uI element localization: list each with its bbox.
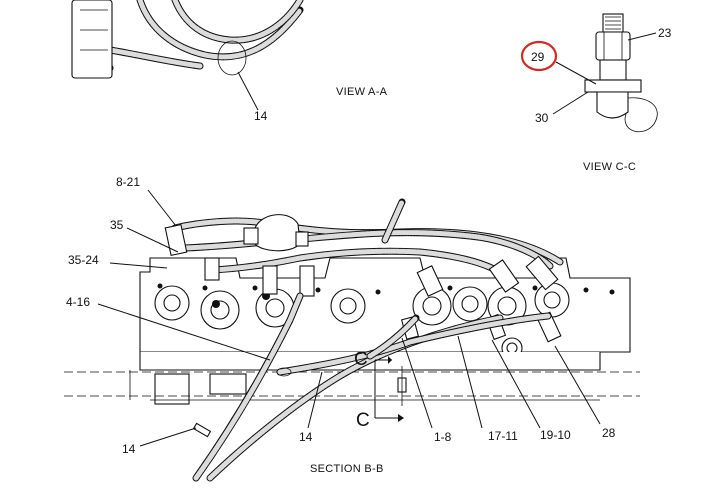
callout-label: 29 <box>531 50 545 64</box>
callout-label: 1-8 <box>434 430 452 444</box>
callout-label: 17-11 <box>488 429 518 443</box>
callout-label: 35 <box>110 218 124 232</box>
callout-label: 14 <box>254 109 268 123</box>
callout-label: 35-24 <box>68 253 99 267</box>
callout-label: 19-10 <box>540 428 571 442</box>
view-cc: 23 29 30 VIEW C-C <box>520 13 672 173</box>
callout-label: 14 <box>122 442 136 456</box>
callout-label: 8-21 <box>116 175 140 189</box>
view-cc-caption: VIEW C-C <box>583 161 636 173</box>
view-aa-caption: VIEW A-A <box>336 86 388 98</box>
view-aa: 14 VIEW A-A <box>71 0 388 123</box>
callout-label: 14 <box>299 430 313 444</box>
callout-label: 30 <box>535 111 549 125</box>
section-bb: C C 8-21 35 35-24 4-16 14 14 1-8 17-11 1… <box>64 175 640 482</box>
highlight-circle <box>520 40 558 72</box>
callout-label: 23 <box>658 26 672 40</box>
callout-label: 28 <box>602 426 616 440</box>
section-bb-caption: SECTION B-B <box>310 463 384 475</box>
callout-label: 4-16 <box>66 295 90 309</box>
section-marker-label: C <box>354 349 368 370</box>
section-marker-label: C <box>356 410 370 431</box>
